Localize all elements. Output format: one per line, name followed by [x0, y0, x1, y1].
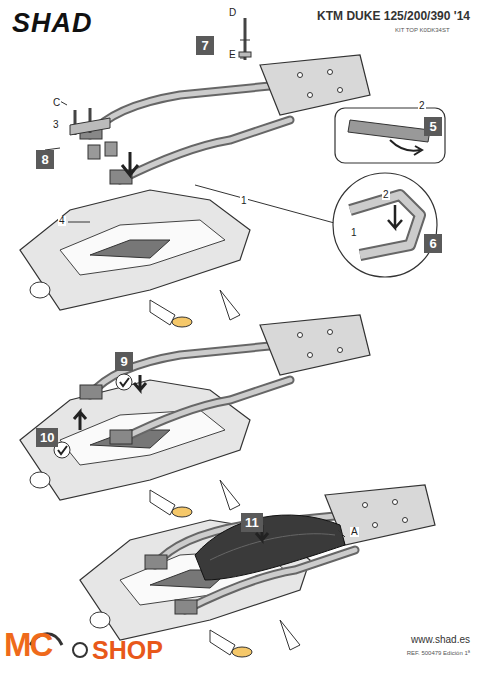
- step-number: 10: [36, 428, 58, 447]
- step-number: 11: [241, 513, 263, 532]
- website: www.shad.es: [411, 635, 470, 645]
- part-letter: 4: [58, 216, 66, 226]
- step-number: 7: [196, 36, 214, 55]
- step-number: 9: [115, 352, 133, 371]
- part-letter: 3: [52, 120, 60, 130]
- part-letter: 1: [350, 228, 358, 238]
- step-number: 6: [424, 234, 442, 253]
- part-letter: 1: [240, 196, 248, 206]
- watermark: SHOP: [92, 638, 163, 663]
- step-number: 5: [424, 117, 442, 136]
- logo: SHAD: [12, 10, 93, 37]
- part-letter: D: [228, 8, 237, 18]
- part-letter: E: [228, 50, 237, 60]
- part-letter: 2: [418, 101, 426, 111]
- reference: REF. 500479 Edición 1ª: [407, 650, 470, 656]
- step-number: 8: [36, 150, 54, 169]
- title: KTM DUKE 125/200/390 '14: [317, 10, 470, 22]
- part-letter: 2: [382, 190, 390, 200]
- kit-code: KIT TOP K0DK34ST: [395, 27, 450, 33]
- watermark: MC: [4, 628, 51, 661]
- part-letter: A: [350, 527, 359, 537]
- part-letter: C: [52, 98, 61, 108]
